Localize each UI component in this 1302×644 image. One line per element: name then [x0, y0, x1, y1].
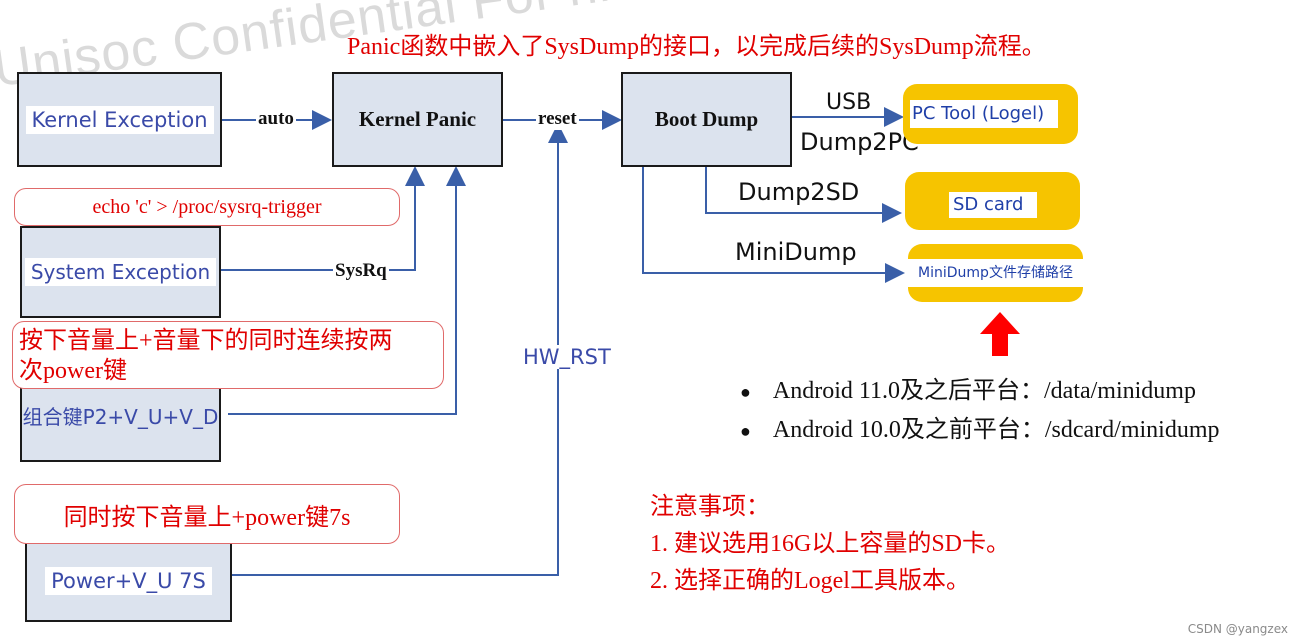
power-vu-label: Power+V_U 7S — [45, 567, 212, 595]
sysrq-label: SysRq — [333, 260, 389, 282]
edge-combo — [228, 166, 466, 415]
diagram-title: Panic函数中嵌入了SysDump的接口，以完成后续的SysDump流程。 — [347, 34, 1046, 60]
platform-path-item: ●Android 10.0及之前平台：/sdcard/minidump — [740, 417, 1220, 443]
big-red-up-arrow — [980, 312, 1020, 356]
pc-tool-label: PC Tool (Logel) — [910, 100, 1058, 128]
power-vu-box: Power+V_U 7S — [25, 540, 232, 622]
edge-sysrq — [220, 166, 425, 271]
notes-item: 1. 建议选用16G以上容量的SD卡。 — [650, 531, 1011, 557]
footer-credit: CSDN @yangzex — [1187, 622, 1288, 636]
kernel-exception-label: Kernel Exception — [25, 105, 214, 134]
echo-sysrq-text: echo 'c' > /proc/sysrq-trigger — [92, 195, 322, 218]
volume-power-line2: 次power键 — [19, 358, 127, 384]
boot-dump-box: Boot Dump — [621, 72, 792, 167]
edge-hwrst — [232, 123, 568, 576]
kernel-panic-label: Kernel Panic — [358, 107, 477, 131]
dump2sd-label: Dump2SD — [738, 178, 860, 206]
volume-power-line1: 按下音量上+音量下的同时连续按两 — [19, 328, 393, 354]
system-exception-label: System Exception — [24, 258, 217, 286]
volume-power-bubble: 按下音量上+音量下的同时连续按两 次power键 — [12, 321, 444, 389]
notes-item: 2. 选择正确的Logel工具版本。 — [650, 568, 970, 594]
platform-path-list: ●Android 11.0及之后平台：/data/minidump ●Andro… — [740, 370, 1220, 448]
edge-minidump — [642, 167, 905, 283]
notes-heading: 注意事项： — [650, 494, 770, 520]
kernel-exception-box: Kernel Exception — [17, 72, 222, 167]
echo-sysrq-bubble: echo 'c' > /proc/sysrq-trigger — [14, 188, 400, 226]
boot-dump-label: Boot Dump — [654, 107, 759, 131]
minidump-path-label: MiniDump文件存储路径 — [908, 259, 1083, 287]
power-hold-bubble: 同时按下音量上+power键7s — [14, 484, 400, 544]
sd-card-label: SD card — [949, 192, 1037, 218]
minidump-path-target: MiniDump文件存储路径 — [908, 244, 1083, 302]
usb-label: USB — [826, 90, 872, 115]
hw-rst-label: HW_RST — [523, 345, 611, 369]
kernel-panic-box: Kernel Panic — [332, 72, 503, 167]
edge-dump2sd — [705, 167, 902, 223]
auto-label: auto — [256, 108, 296, 130]
pc-tool-target: PC Tool (Logel) — [903, 84, 1078, 144]
notes-section: 注意事项： 1. 建议选用16G以上容量的SD卡。 2. 选择正确的Logel工… — [650, 486, 1010, 597]
platform-path-item: ●Android 11.0及之后平台：/data/minidump — [740, 378, 1196, 404]
dump2pc-label: Dump2PC — [800, 128, 919, 156]
power-hold-text: 同时按下音量上+power键7s — [63, 504, 351, 531]
system-exception-box: System Exception — [20, 226, 221, 318]
combo-key-box: 组合键P2+V_U+V_D — [20, 380, 221, 462]
combo-key-label: 组合键P2+V_U+V_D — [22, 405, 219, 429]
sd-card-target: SD card — [905, 172, 1080, 230]
reset-label: reset — [536, 108, 579, 130]
minidump-label: MiniDump — [735, 238, 857, 266]
